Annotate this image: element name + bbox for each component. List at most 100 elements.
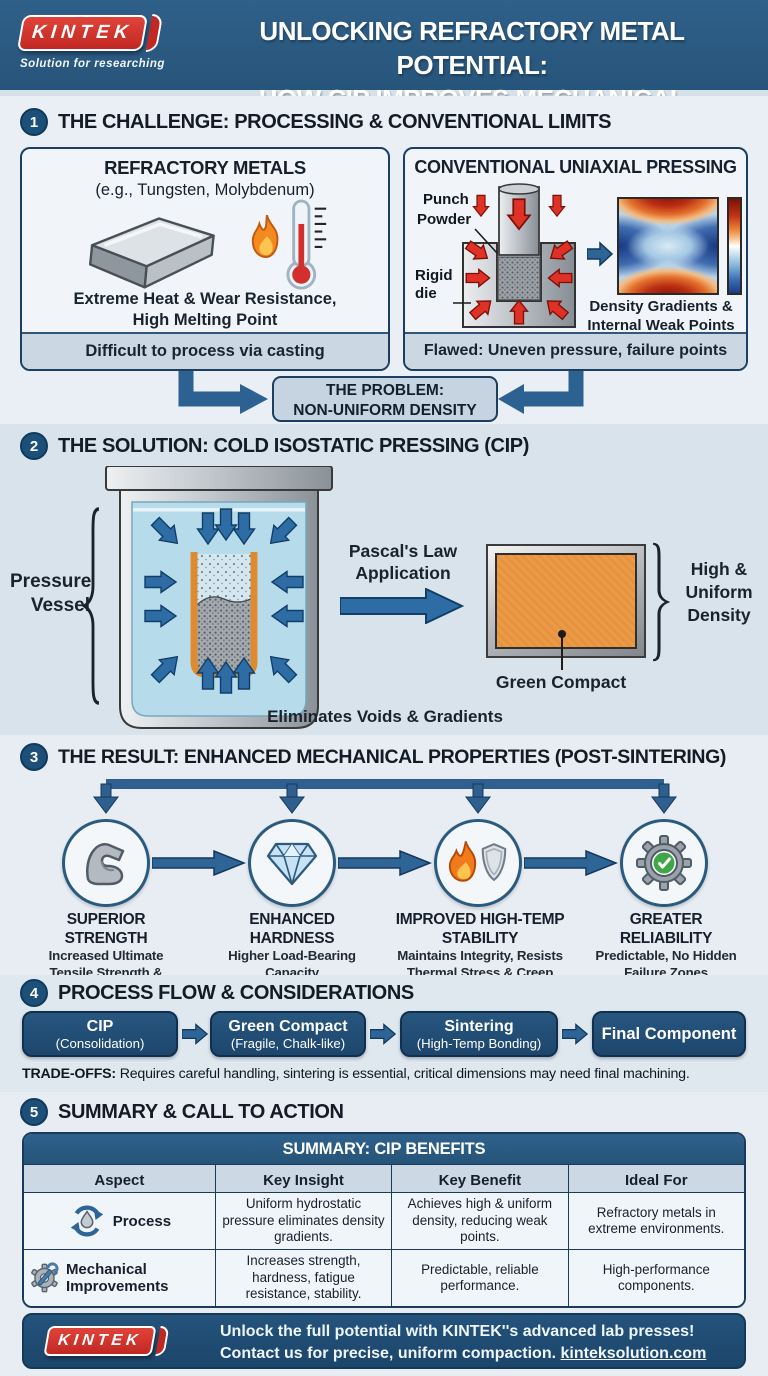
reliability-circle	[620, 819, 708, 907]
footer-logo-tail-icon	[154, 1326, 170, 1356]
section3-title: THE RESULT: ENHANCED MECHANICAL PROPERTI…	[58, 745, 726, 768]
section-summary: 5 SUMMARY & CALL TO ACTION SUMMARY: CIP …	[0, 1092, 768, 1308]
section-challenge: 1 THE CHALLENGE: PROCESSING & CONVENTION…	[0, 96, 768, 424]
gear-check-icon	[636, 835, 692, 891]
flame-shield-icon	[448, 841, 507, 882]
footer-kintek-logo: KINTEK	[43, 1326, 170, 1356]
summary-table-title: SUMMARY: CIP BENEFITS	[24, 1134, 744, 1164]
hardness-circle	[248, 819, 336, 907]
arrow-stability-reliability	[524, 850, 618, 876]
arrow-hardness-stability	[338, 850, 432, 876]
process-ideal-cell: Refractory metals in extreme environment…	[567, 1193, 744, 1249]
mechanical-ideal-cell: High-performance components.	[567, 1250, 744, 1306]
refractory-metals-title: REFRACTORY METALS	[104, 157, 306, 178]
powder-label: Powder	[417, 211, 472, 228]
diamond-icon	[266, 842, 318, 886]
uniaxial-footnote: Flawed: Uneven pressure, failure points	[405, 332, 746, 369]
footer-cta-text: Unlock the full potential with KINTEK''s…	[220, 1321, 740, 1365]
section1-header: 1 THE CHALLENGE: PROCESSING & CONVENTION…	[20, 108, 611, 136]
process-benefit-cell: Achieves high & uniform density, reducin…	[391, 1193, 567, 1249]
uniaxial-pressing-panel: CONVENTIONAL UNIAXIAL PRESSING	[403, 147, 748, 371]
flame-icon	[251, 214, 279, 258]
column-header-ideal-for: Ideal For	[567, 1165, 744, 1197]
strength-circle	[62, 819, 150, 907]
stability-circle	[434, 819, 522, 907]
table-row-mechanical: Mechanical Improvements Increases streng…	[24, 1249, 744, 1306]
column-header-aspect: Aspect	[94, 1172, 145, 1189]
green-compact-label: Green Compact	[495, 672, 627, 692]
kintek-logo: KINTEK Solution for researching	[16, 14, 180, 70]
section5-title: SUMMARY & CALL TO ACTION	[58, 1100, 344, 1123]
footer-cta-line2: Contact us for precise, uniform compacti…	[220, 1345, 707, 1362]
flow-step-final-component: Final Component	[592, 1011, 746, 1057]
footer: KINTEK Unlock the full potential with KI…	[0, 1308, 768, 1376]
green-compact-pointer-line	[561, 637, 563, 670]
column-header-key-insight: Key Insight	[214, 1165, 391, 1197]
footer-cta-line1: Unlock the full potential with KINTEK''s…	[220, 1323, 695, 1340]
section4-title: PROCESS FLOW & CONSIDERATIONS	[58, 981, 414, 1004]
website-link[interactable]: kinteksolution.com	[560, 1345, 707, 1362]
green-compact-pointer-dot	[558, 630, 566, 638]
refractory-metals-subtitle: (e.g., Tungsten, Molybdenum)	[95, 181, 315, 199]
flow-arrow-3	[562, 1023, 588, 1045]
section3-header: 3 THE RESULT: ENHANCED MECHANICAL PROPER…	[20, 743, 726, 771]
flow-step-cip: CIP (Consolidation)	[22, 1011, 178, 1057]
column-header-key-benefit: Key Benefit	[391, 1165, 567, 1197]
table-row-process: Process Uniform hydrostatic pressure eli…	[24, 1192, 744, 1249]
section-solution: 2 THE SOLUTION: COLD ISOSTATIC PRESSING …	[0, 424, 768, 735]
cycle-drop-icon	[70, 1205, 103, 1237]
pressure-vessel-diagram	[105, 466, 333, 729]
reliability-label: GREATER RELIABILITY Predictable, No Hidd…	[595, 911, 737, 975]
arrow-strength-hardness	[152, 850, 246, 876]
section2-number-badge: 2	[20, 432, 48, 460]
heatmap-colorbar	[727, 197, 742, 295]
strength-label: SUPERIOR STRENGTH Increased Ultimate Ten…	[48, 911, 164, 975]
flow-arrow-2	[370, 1023, 396, 1045]
bicep-icon	[86, 842, 125, 886]
flow-step-sintering: Sintering (High-Temp Bonding)	[400, 1011, 558, 1057]
logo-tagline: Solution for researching	[20, 58, 165, 70]
right-brace-icon	[652, 542, 670, 662]
stability-label: IMPROVED HIGH-TEMP STABILITY Maintains I…	[395, 911, 565, 975]
hardness-label: ENHANCED HARDNESS Higher Load-Bearing Ca…	[228, 911, 356, 975]
gear-wrench-icon	[31, 1262, 59, 1293]
section1-title: THE CHALLENGE: PROCESSING & CONVENTIONAL…	[58, 110, 612, 133]
footer-logo-box: KINTEK	[43, 1326, 157, 1356]
punch-label: Punch	[423, 191, 469, 208]
uniaxial-press-diagram	[453, 183, 576, 328]
kintek-logo-box: KINTEK	[16, 15, 148, 51]
process-aspect-cell: Process	[24, 1193, 215, 1249]
footer-banner: KINTEK Unlock the full potential with KI…	[22, 1313, 746, 1369]
green-compact-fill	[495, 553, 637, 649]
problem-callout: THE PROBLEM: NON-UNIFORM DENSITY	[272, 376, 498, 422]
refractory-metals-panel: REFRACTORY METALS (e.g., Tungsten, Molyb…	[20, 147, 390, 371]
section1-number-badge: 1	[20, 108, 48, 136]
mechanical-insight-cell: Increases strength, hardness, fatigue re…	[214, 1250, 391, 1306]
pressure-vessel-label: Pressure Vessel	[10, 571, 92, 616]
process-insight-cell: Uniform hydrostatic pressure eliminates …	[214, 1193, 391, 1249]
kintek-logo-tail-icon	[145, 14, 164, 52]
summary-table-header-row: Aspect Key Insight Key Benefit Ideal For	[24, 1164, 744, 1197]
density-gradient-heatmap	[617, 197, 719, 295]
pascal-arrow-icon	[340, 588, 464, 624]
section-result: 3 THE RESULT: ENHANCED MECHANICAL PROPER…	[0, 735, 768, 975]
section5-number-badge: 5	[20, 1098, 48, 1126]
left-brace-icon	[82, 507, 100, 705]
refractory-metals-footnote: Difficult to process via casting	[22, 332, 388, 369]
rigid-die-label: Rigid die	[415, 267, 453, 302]
flow-arrow-1	[182, 1023, 208, 1045]
mechanical-benefit-cell: Predictable, reliable performance.	[391, 1250, 567, 1306]
section5-header: 5 SUMMARY & CALL TO ACTION	[20, 1098, 344, 1126]
summary-table: SUMMARY: CIP BENEFITS Aspect Key Insight…	[22, 1132, 746, 1308]
section2-header: 2 THE SOLUTION: COLD ISOSTATIC PRESSING …	[20, 432, 529, 460]
section4-header: 4 PROCESS FLOW & CONSIDERATIONS	[20, 979, 414, 1007]
thermometer-icon	[286, 199, 327, 290]
uniaxial-pressing-title: CONVENTIONAL UNIAXIAL PRESSING	[414, 157, 737, 177]
density-gradient-caption: Density Gradients & Internal Weak Points	[587, 298, 735, 334]
section4-number-badge: 4	[20, 979, 48, 1007]
pascals-law-label: Pascal's Law Application	[348, 541, 458, 583]
right-arrow-icon	[587, 241, 613, 267]
header: KINTEK Solution for researching UNLOCKIN…	[0, 0, 768, 148]
tradeoffs-note: TRADE-OFFS: Requires careful handling, s…	[22, 1066, 690, 1082]
section3-number-badge: 3	[20, 743, 48, 771]
